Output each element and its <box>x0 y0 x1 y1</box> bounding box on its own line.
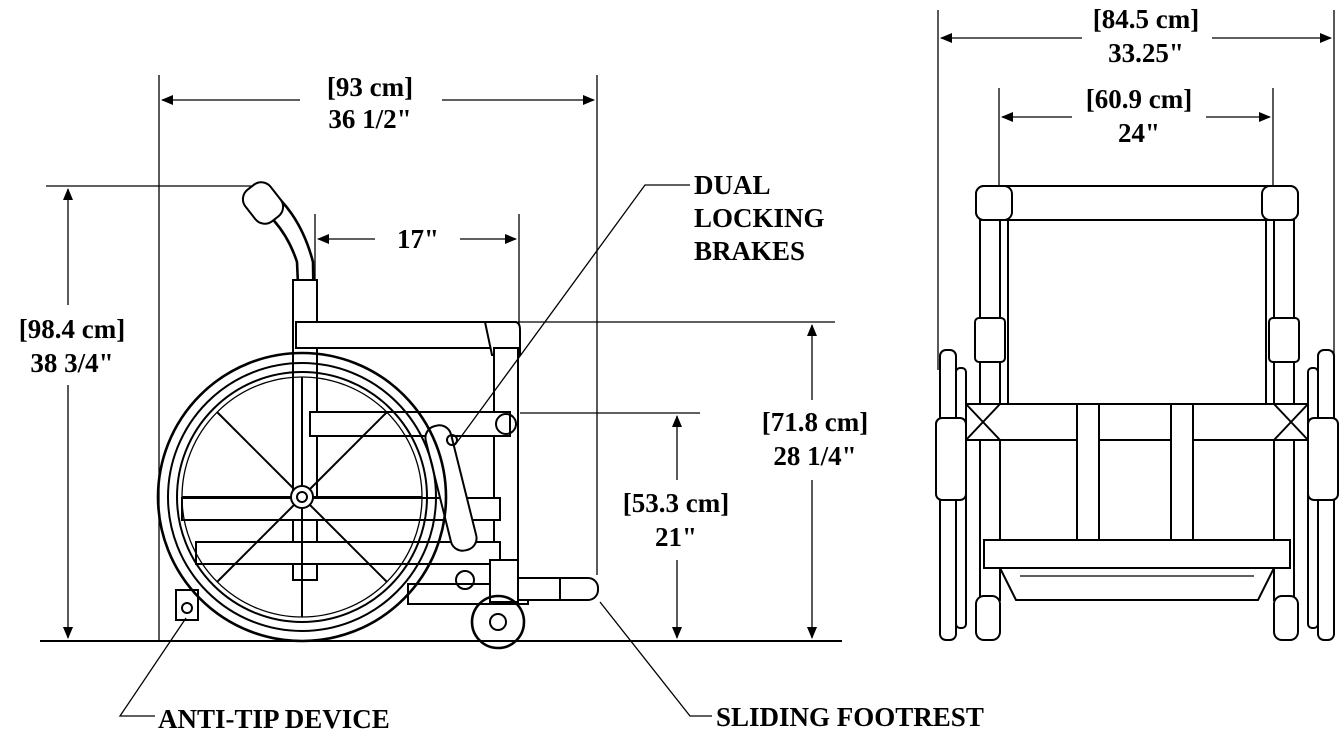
post-clamp <box>974 317 1006 363</box>
back-top-rail <box>975 185 1299 221</box>
seat-depth-imperial: 17" <box>397 224 439 254</box>
cross-joint <box>1273 403 1309 441</box>
armrest-height-metric: [71.8 cm] <box>762 407 868 437</box>
handle-grip <box>241 181 285 225</box>
caster-hub <box>489 613 507 631</box>
seat-width-imperial: 24" <box>1118 118 1160 148</box>
spoke <box>216 496 303 583</box>
armrest-height-imperial: 28 1/4" <box>773 441 856 471</box>
seat-crossbar <box>965 403 1309 441</box>
brakes-label-line2: LOCKING <box>694 203 825 233</box>
side-view <box>40 75 842 717</box>
anti-tip-wheel <box>181 602 193 614</box>
front-caster <box>470 594 526 650</box>
left-caster <box>975 595 1001 641</box>
rim <box>167 362 437 632</box>
frame-joint <box>455 570 475 590</box>
anti-tip-label: ANTI-TIP DEVICE <box>158 704 390 734</box>
corner-elbow <box>975 185 1013 221</box>
lower-crossbar <box>983 539 1291 569</box>
brakes-label-line3: BRAKES <box>694 236 805 266</box>
anti-tip-device <box>175 589 199 621</box>
brake-lever-knob <box>446 434 458 446</box>
overall-width-imperial: 33.25" <box>1108 38 1184 68</box>
footrest-label: SLIDING FOOTREST <box>716 702 984 732</box>
overall-width-metric: [84.5 cm] <box>1093 4 1199 34</box>
cross-joint <box>965 403 1001 441</box>
brake-lever <box>424 424 478 552</box>
footrest-plate <box>998 567 1276 601</box>
spoke <box>216 411 303 498</box>
spoke <box>301 411 388 498</box>
callout-labels: DUAL LOCKING BRAKES ANTI-TIP DEVICE SLID… <box>158 170 984 734</box>
brake-pivot <box>495 413 517 435</box>
rear-wheel <box>156 351 448 643</box>
handrim <box>176 371 428 623</box>
right-caster <box>1273 595 1299 641</box>
brakes-label-line1: DUAL <box>694 170 771 200</box>
axle <box>296 491 308 503</box>
back-upholstery <box>1007 219 1267 405</box>
spoke <box>301 496 388 583</box>
armrest-tube <box>295 321 517 349</box>
seat-height-metric: [53.3 cm] <box>623 488 729 518</box>
right-hub <box>1307 417 1339 501</box>
footrest-leader <box>599 601 712 717</box>
front-view <box>935 10 1339 641</box>
seat-width-metric: [60.9 cm] <box>1086 84 1192 114</box>
brakes-leader <box>454 184 690 446</box>
overall-height-imperial: 38 3/4" <box>30 348 113 378</box>
hub <box>290 485 314 509</box>
overall-height-metric: [98.4 cm] <box>19 314 125 344</box>
overall-length-imperial: 36 1/2" <box>328 104 411 134</box>
overall-length-metric: [93 cm] <box>327 72 413 102</box>
dimension-labels: [93 cm] 36 1/2" 17" [98.4 cm] 38 3/4" [7… <box>19 4 1199 552</box>
anti-tip-leader <box>118 617 187 717</box>
front-post <box>493 347 519 599</box>
tire <box>156 351 448 643</box>
left-hub <box>935 417 967 501</box>
spokes <box>182 377 422 617</box>
post-clamp <box>1268 317 1300 363</box>
seat-height-imperial: 21" <box>655 522 697 552</box>
armrest-elbow <box>483 321 521 356</box>
corner-elbow <box>1261 185 1299 221</box>
